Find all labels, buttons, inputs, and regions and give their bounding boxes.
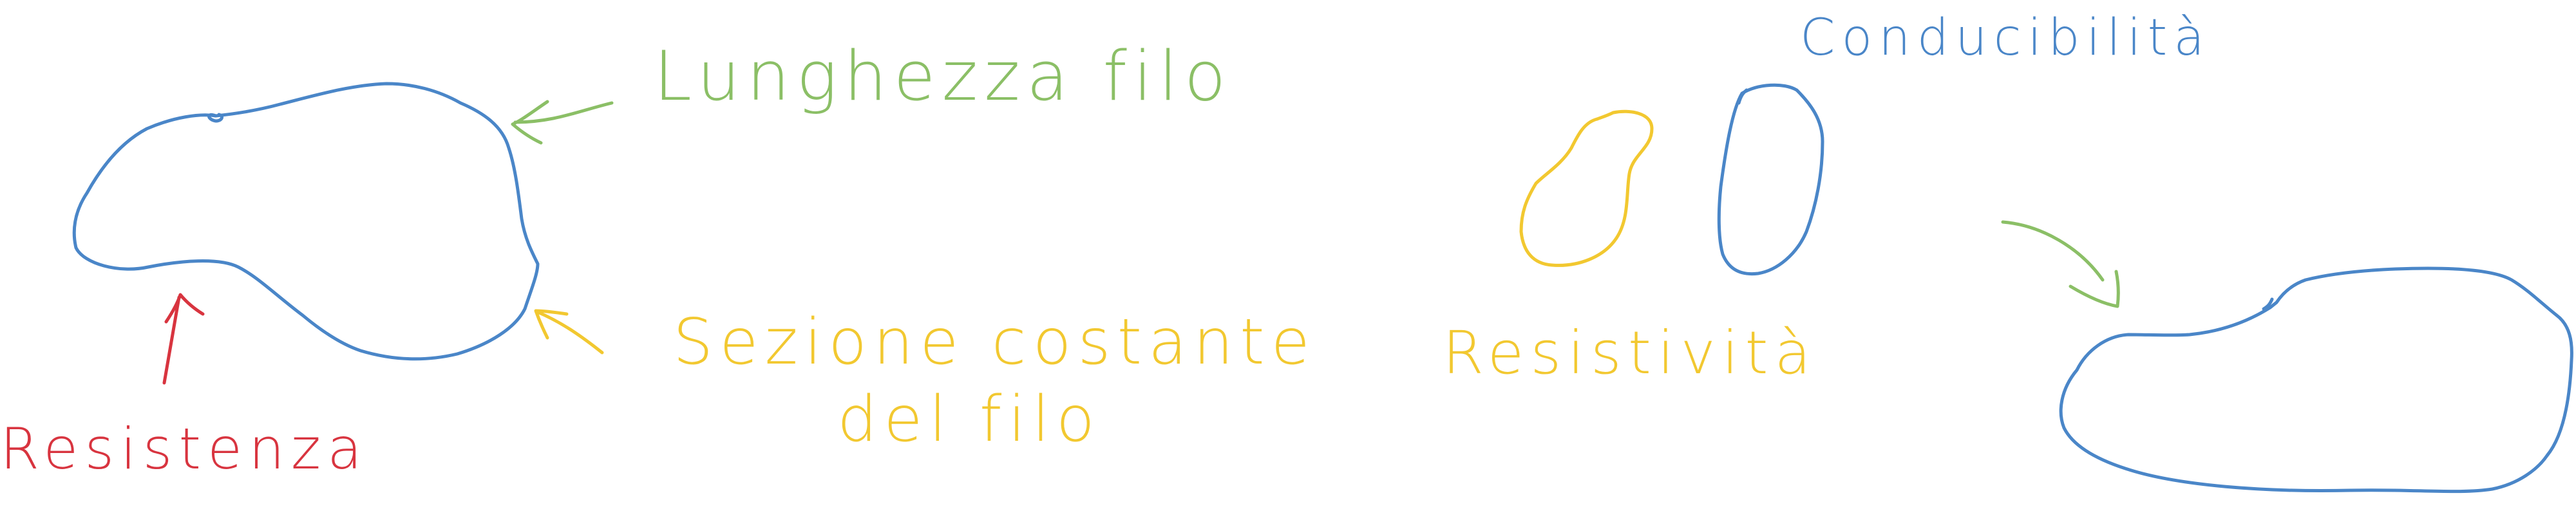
wire-blob-right (2059, 266, 2573, 494)
label-conducibilita: Conducibilità (1800, 9, 2211, 67)
conducibilita-blob (1717, 83, 1824, 276)
label-resistenza: Resistenza (0, 416, 368, 482)
wire-blob-left (72, 82, 540, 361)
arrow-lunghezza (511, 100, 614, 145)
label-sezione-line1: Sezione costante (673, 306, 1316, 379)
label-sezione-line2: del filo (837, 383, 1101, 456)
label-resistivita: Resistività (1443, 319, 1817, 387)
arrow-sezione (534, 309, 604, 355)
conducibilita-blob-tick (1737, 88, 1748, 105)
wire-blob-right-tick (2262, 297, 2274, 311)
resistivita-blob (1519, 109, 1654, 267)
wire-blob-left-start-loop (207, 113, 224, 123)
label-lunghezza-filo: Lunghezza filo (654, 37, 1233, 116)
arrow-right (2001, 220, 2120, 308)
arrow-resistenza (162, 293, 205, 385)
